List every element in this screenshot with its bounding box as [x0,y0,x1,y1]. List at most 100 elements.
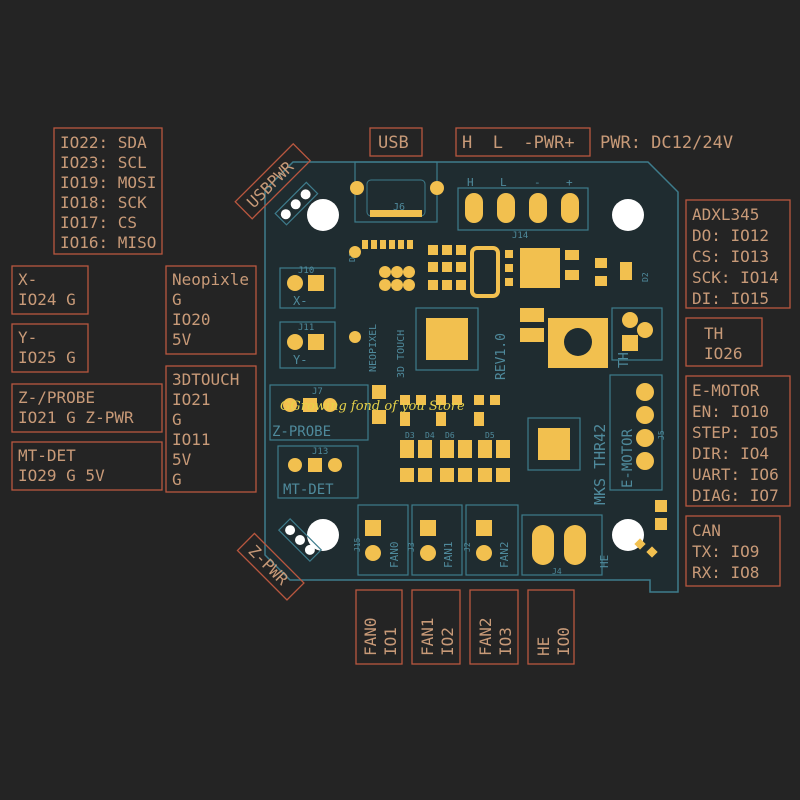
z-probe-connector: J7 Z-PROBE [269,384,369,441]
silk-j3: J3 [407,542,416,552]
silk-mt-det: MT-DET [283,482,334,498]
mt-det-connector: J13 MT-DET [277,445,359,499]
silk-d4: D4 [425,431,435,440]
callout-text: 5V [172,450,192,469]
callout-text: Neopixle [172,270,249,289]
callout-text: CS: IO13 [692,247,769,266]
y-endstop-connector: J11 Y- [279,321,336,369]
callout-mt-det: MT-DET IO29 G 5V [11,441,163,491]
silk-3dtouch: 3D TOUCH [396,330,407,378]
callout-text: IO0 [554,627,573,656]
callout-text: E-MOTOR [692,381,760,400]
silk-th: TH [617,352,632,368]
callout-text: IO20 [172,310,211,329]
callout-power: H L -PWR+ [455,127,591,157]
can-pads [634,500,667,558]
fan-connectors: FAN0 J15 FAN1 J3 FAN2 J2 HE J4 [353,504,611,576]
usb-connector: J6 [350,161,444,223]
callout-text: G [172,410,182,429]
callout-fan0: FAN0 IO1 [355,589,403,665]
callout-text: IO26 [704,344,743,363]
callout-text: G [172,470,182,489]
silk-fan0: FAN0 [388,542,401,569]
callout-text: EN: IO10 [692,402,769,421]
silk-minus: - [534,176,541,189]
callout-text: IO11 [172,430,211,449]
power-spec: PWR: DC12/24V [600,133,733,153]
callout-z-probe: Z-/PROBE IO21 G Z-PWR [11,383,163,433]
usbpwr-jumper [274,181,319,226]
callout-neopixel: Neopixle G IO20 5V [165,265,257,355]
silk-j6: J6 [393,202,405,213]
callout-th: TH IO26 [685,317,763,367]
callout-text: Y- [18,328,37,347]
callout-text: TH [704,324,723,343]
silk-h: H [467,176,474,189]
silk-j2: J2 [463,542,472,552]
driver-chip [520,308,608,471]
callout-adxl345: ADXL345 DO: IO12 CS: IO13 SCK: IO14 DI: … [685,199,791,309]
callout-text: USB [378,133,409,153]
silk-y-minus: Y- [293,353,307,367]
callout-i2c-spi: IO22: SDA IO23: SCL IO19: MOSI IO18: SCK… [53,127,163,255]
callout-text: FAN2 [476,617,495,656]
silk-x-minus: X- [293,294,307,308]
silk-fan2: FAN2 [498,542,511,569]
callout-text: FAN1 [418,617,437,656]
callout-text: DI: IO15 [692,289,769,308]
callout-text: DIAG: IO7 [692,486,779,505]
callout-3dtouch: 3DTOUCH IO21 G IO11 5V G [165,365,257,493]
callout-text: IO24 G [18,290,76,309]
callout-text: HE [534,637,553,656]
callout-text: 5V [172,330,192,349]
callout-text: RX: IO8 [692,563,759,582]
smd-components: D2 [362,240,650,298]
silk-d5: D5 [485,431,495,440]
th-connector: TH [611,307,663,368]
silk-he: HE [598,555,611,568]
pcb-board: J6 H L - + J14 J10 X- [264,161,679,593]
silk-fan1: FAN1 [442,542,455,569]
callout-text: IO23: SCL [60,153,147,172]
callout-text: ADXL345 [692,205,759,224]
silk-j10: J10 [298,266,314,276]
watermark: GGrowing fond of you Store [280,399,465,414]
callout-text: IO29 G 5V [18,466,105,485]
neopixel-pads [379,266,415,291]
callout-usb: USB [369,127,423,157]
callout-e-motor: E-MOTOR EN: IO10 STEP: IO5 DIR: IO4 UART… [685,375,791,507]
silk-d2: D2 [641,272,650,282]
callout-text: STEP: IO5 [692,423,779,442]
x-endstop-connector: J10 X- [279,266,336,309]
callout-text: CAN [692,521,721,540]
silk-rev: REV1.0 [494,333,509,380]
callout-text: IO16: MISO [60,233,156,252]
callout-he: HE IO0 [527,589,575,665]
silk-j7: J7 [312,387,323,397]
callout-text: IO18: SCK [60,193,147,212]
silk-z-probe: Z-PROBE [272,424,331,440]
silk-d3: D3 [405,431,415,440]
callout-fan2: FAN2 IO3 [469,589,519,665]
smd-grid: D3 D5 D6 D4 [372,385,510,482]
silk-e-motor: E-MOTOR [620,428,636,488]
callout-text: 3DTOUCH [172,370,239,389]
callout-text: IO17: CS [60,213,137,232]
callout-text: X- [18,270,37,289]
silk-d6: D6 [445,431,455,440]
main-mcu: REV1.0 [415,307,509,380]
mounting-holes [307,199,644,551]
silk-j15: J15 [353,537,362,552]
callout-text: DO: IO12 [692,226,769,245]
callout-y-endstop: Y- IO25 G [11,323,89,373]
silk-plus: + [566,176,573,189]
zpwr-jumper [277,517,323,563]
callout-text: MT-DET [18,446,76,465]
callout-text: FAN0 [361,617,380,656]
silk-j13: J13 [312,447,328,457]
callout-text: H L -PWR+ [462,133,575,153]
callout-text: IO19: MOSI [60,173,156,192]
callout-text: DIR: IO4 [692,444,769,463]
callout-text: SCK: IO14 [692,268,779,287]
